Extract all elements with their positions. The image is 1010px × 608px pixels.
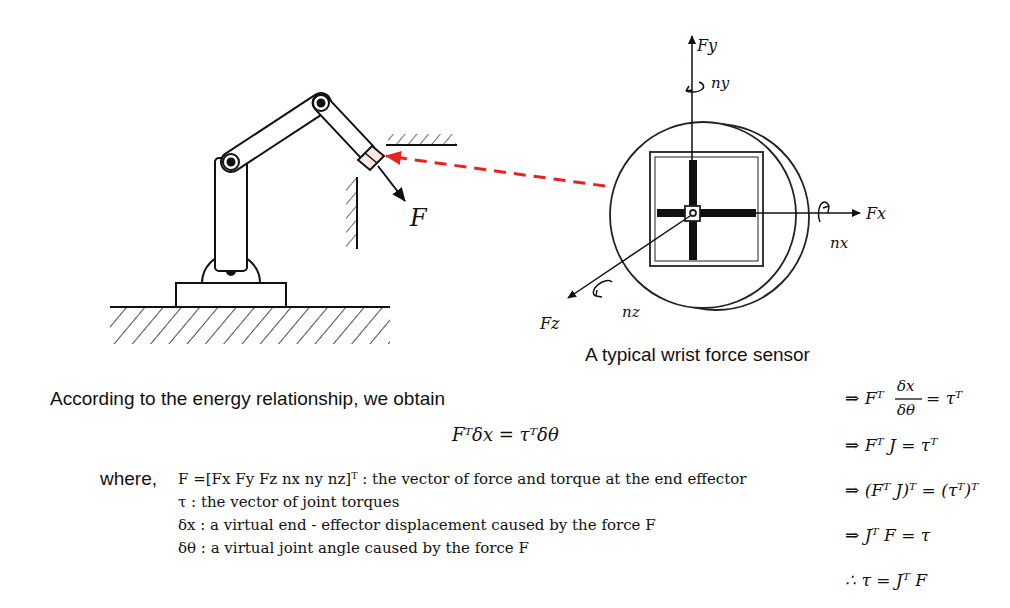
axis-label: ny [711, 74, 729, 92]
figure-caption: A typical wrist force sensor [585, 344, 810, 367]
fraction-bar [895, 398, 922, 399]
robot-arm [176, 95, 384, 307]
wall [346, 134, 457, 249]
axis-label: Fy [697, 36, 717, 55]
body-text: According to the energy relationship, we… [50, 388, 445, 411]
axis-label: nx [830, 234, 848, 252]
fraction-part: δθ [897, 401, 915, 419]
force-arrow [378, 166, 405, 201]
derivation-step: = τᵀ [926, 388, 962, 408]
body-text: where, [100, 468, 157, 491]
force-label: F [410, 204, 427, 233]
definition: δθ : a virtual joint angle caused by the… [178, 539, 529, 557]
wrist-force-sensor [610, 122, 809, 310]
equation: Fᵀδx = τᵀδθ [452, 424, 559, 446]
fraction-part: δx [897, 377, 915, 395]
axis-label: Fx [866, 204, 886, 223]
definition: δx : a virtual end - effector displaceme… [178, 516, 656, 534]
definition: F =[Fx Fy Fz nx ny nz]ᵀ : the vector of … [178, 470, 746, 488]
axis-label: nz [622, 303, 640, 321]
derivation-step: ⇒ Jᵀ F = τ [845, 525, 930, 545]
ground [110, 307, 390, 344]
pointer-arrow [386, 156, 605, 186]
definition: τ : the vector of joint torques [178, 493, 399, 511]
axis-label: Fz [540, 314, 560, 333]
derivation-step: ⇒ (Fᵀ J)ᵀ = (τᵀ)ᵀ [845, 480, 978, 500]
derivation-step: ⇒ Fᵀ J = τᵀ [845, 435, 937, 455]
derivation-step: ⇒ Fᵀ [845, 388, 884, 408]
derivation-step: ∴ τ = Jᵀ F [845, 570, 927, 590]
sensor-axes [568, 36, 860, 298]
